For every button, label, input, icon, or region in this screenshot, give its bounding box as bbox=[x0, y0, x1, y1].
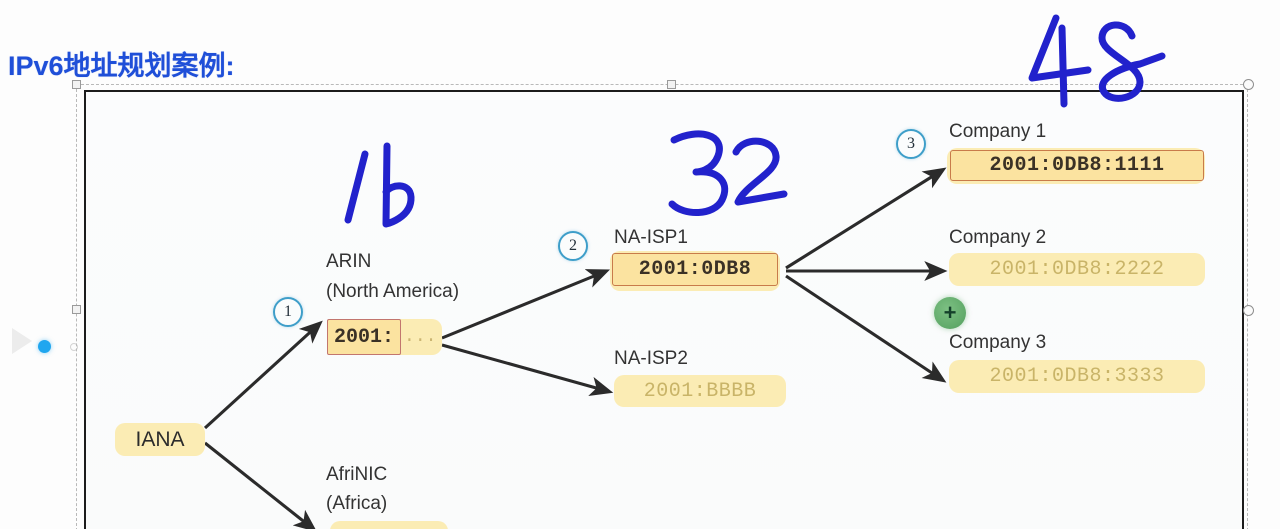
node-company1-title: Company 1 bbox=[949, 121, 1047, 142]
node-naisp1-prefix[interactable]: 2001:0DB8 bbox=[612, 253, 778, 286]
node-naisp2-prefix[interactable]: 2001:BBBB bbox=[614, 375, 786, 407]
gray-ring-indicator[interactable] bbox=[70, 343, 78, 351]
arrow-naisp1-company1 bbox=[785, 167, 947, 270]
arrow-iana-afrinic bbox=[204, 441, 318, 529]
blue-dot-indicator[interactable] bbox=[38, 340, 51, 353]
node-company2-title: Company 2 bbox=[949, 227, 1047, 248]
add-cursor-icon[interactable]: + bbox=[934, 297, 966, 329]
node-afrinic-prefix[interactable] bbox=[330, 521, 448, 529]
arrow-arin-naisp2 bbox=[441, 343, 614, 397]
resize-handle-top-right[interactable] bbox=[1243, 79, 1254, 90]
node-arin-prefix-head: 2001: bbox=[327, 319, 402, 355]
step-badge-1[interactable]: 1 bbox=[273, 297, 303, 327]
node-naisp2-title: NA-ISP2 bbox=[614, 348, 688, 369]
arrow-arin-naisp1 bbox=[441, 269, 611, 340]
arrow-iana-arin bbox=[203, 320, 323, 430]
node-arin-title: ARIN bbox=[326, 251, 372, 272]
node-iana[interactable]: IANA bbox=[115, 423, 205, 456]
node-company1-prefix[interactable]: 2001:0DB8:1111 bbox=[950, 150, 1204, 181]
node-company2-prefix[interactable]: 2001:0DB8:2222 bbox=[949, 253, 1205, 286]
step-badge-3[interactable]: 3 bbox=[896, 129, 926, 159]
resize-handle-middle-left[interactable] bbox=[72, 305, 81, 314]
node-company3-title: Company 3 bbox=[949, 332, 1047, 353]
play-triangle-icon[interactable] bbox=[12, 328, 32, 354]
resize-handle-top-left[interactable] bbox=[72, 80, 81, 89]
step-badge-2[interactable]: 2 bbox=[558, 231, 588, 261]
node-arin-region: (North America) bbox=[326, 281, 460, 302]
resize-handle-top-center[interactable] bbox=[667, 80, 676, 89]
node-arin-prefix[interactable]: 2001: ... bbox=[327, 319, 442, 355]
node-company3-prefix[interactable]: 2001:0DB8:3333 bbox=[949, 360, 1205, 393]
page-title: IPv6地址规划案例: bbox=[8, 51, 235, 81]
arrow-naisp1-company3 bbox=[785, 274, 947, 383]
node-arin-prefix-tail: ... bbox=[404, 327, 437, 347]
node-afrinic-title: AfriNIC bbox=[326, 464, 388, 485]
node-naisp1-title: NA-ISP1 bbox=[614, 227, 688, 248]
node-afrinic-region: (Africa) bbox=[326, 493, 388, 514]
resize-handle-middle-right[interactable] bbox=[1243, 305, 1254, 316]
